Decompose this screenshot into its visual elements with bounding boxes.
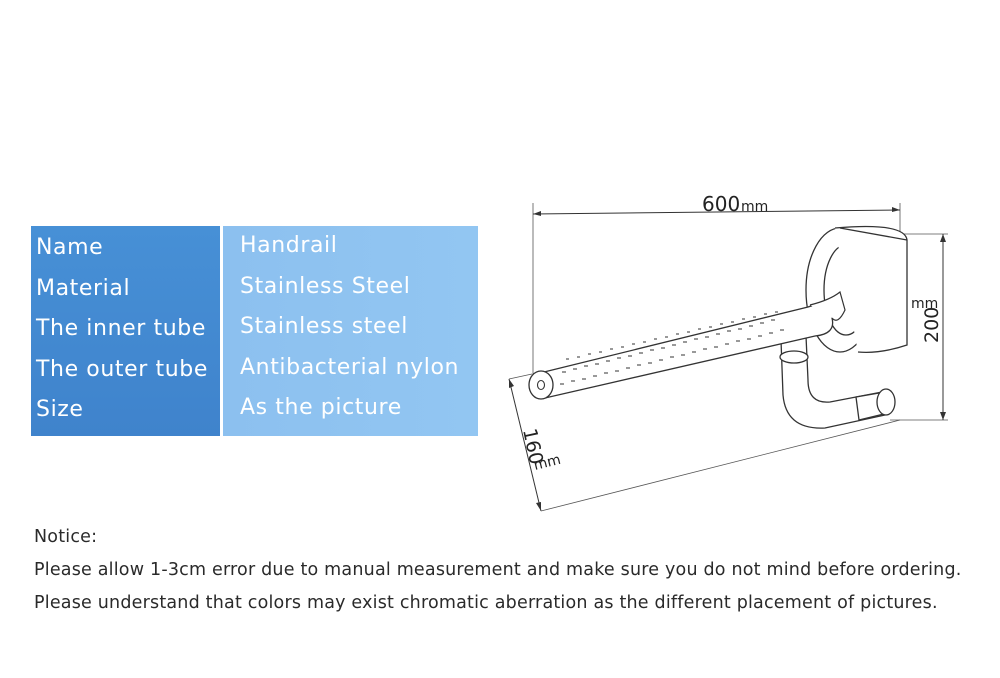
spec-label-name: Name xyxy=(36,235,104,260)
width-value: 600 xyxy=(702,192,740,216)
spec-value-material: Stainless Steel xyxy=(240,274,411,299)
spec-label-outer-tube: The outer tube xyxy=(36,357,208,382)
notice-line-1: Please allow 1-3cm error due to manual m… xyxy=(34,560,962,580)
spec-values-column: Handrail Stainless Steel Stainless steel… xyxy=(223,226,478,436)
height-unit: mm xyxy=(911,296,938,312)
spec-label-inner-tube: The inner tube xyxy=(36,316,206,341)
spec-value-name: Handrail xyxy=(240,233,338,258)
notice-block: Notice: Please allow 1-3cm error due to … xyxy=(34,526,962,625)
depth-unit: mm xyxy=(532,452,562,474)
height-value: 200 xyxy=(921,307,943,343)
spec-value-inner-tube: Stainless steel xyxy=(240,314,408,339)
spec-value-size: As the picture xyxy=(240,395,402,420)
spec-labels-column: Name Material The inner tube The outer t… xyxy=(31,226,220,436)
tube-holes xyxy=(560,311,784,385)
support-arm xyxy=(779,335,896,429)
width-unit: mm xyxy=(741,199,768,215)
depth-dimension: 160 mm xyxy=(508,373,901,512)
handrail-dimension-diagram: 600 mm mm 200 160 mm xyxy=(508,192,948,512)
spec-value-outer-tube: Antibacterial nylon xyxy=(240,355,460,380)
handrail-tube xyxy=(528,290,846,400)
spec-table: Name Material The inner tube The outer t… xyxy=(31,226,478,436)
notice-line-2: Please understand that colors may exist … xyxy=(34,593,938,613)
height-dimension: mm 200 xyxy=(890,233,948,421)
notice-title: Notice: xyxy=(34,527,98,547)
width-dimension: 600 mm xyxy=(532,192,901,375)
spec-label-material: Material xyxy=(36,276,131,301)
spec-label-size: Size xyxy=(36,397,84,422)
